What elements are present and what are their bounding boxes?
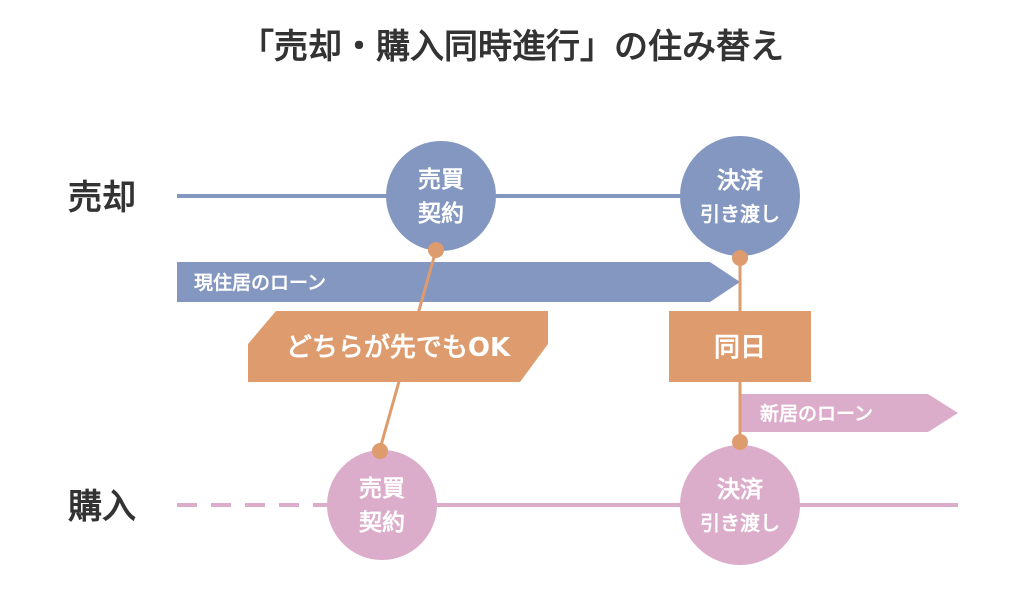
purchase-settlement-circle (680, 445, 800, 565)
diagram-title: 「売却・購入同時進行」の住み替え (240, 27, 784, 67)
row-label-sale: 売却 (68, 178, 136, 218)
current-loan-label: 現住居のローン (194, 271, 326, 294)
sale-contract-line2: 契約 (417, 200, 464, 227)
new-loan-label: 新居のローン (760, 402, 873, 425)
purchase-settlement-line2: 引き渡し (700, 511, 780, 535)
new-loan-arrow (740, 394, 958, 432)
purchase-contract-line1: 売買 (359, 476, 405, 502)
connector-dot-purchase-settlement (732, 434, 748, 450)
order-note-box (248, 311, 548, 382)
sale-settlement-circle (680, 136, 800, 256)
connector-dot-sale-settlement (732, 250, 748, 266)
sale-contract-circle (386, 141, 496, 251)
sale-contract-line1: 売買 (418, 167, 464, 193)
same-day-label: 同日 (714, 333, 766, 363)
purchase-contract-line2: 契約 (358, 509, 405, 536)
purchase-settlement-line1: 決済 (717, 476, 764, 503)
current-loan-arrow (177, 262, 740, 302)
connector-dot-sale-contract (428, 242, 444, 258)
order-note-label: どちらが先でもOK (286, 332, 511, 363)
connector-dot-purchase-contract (372, 443, 388, 459)
sale-settlement-line1: 決済 (717, 167, 764, 194)
sale-settlement-line2: 引き渡し (700, 202, 780, 226)
purchase-contract-circle (327, 450, 437, 560)
same-day-box (669, 311, 811, 382)
row-label-purchase: 購入 (68, 487, 136, 527)
